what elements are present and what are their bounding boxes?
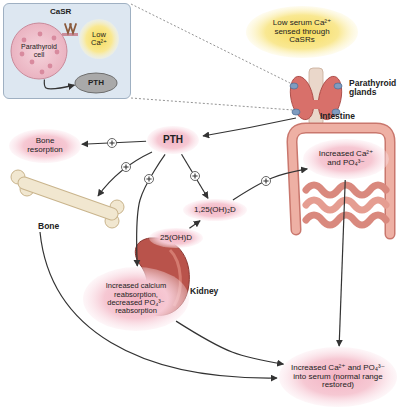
node-ellipse xyxy=(83,267,189,331)
organ-label: Intestine xyxy=(320,112,355,121)
node-text: Increased Ca²⁺ and PO₄³⁻ xyxy=(314,150,378,168)
node-text: Bone resorption xyxy=(18,137,72,155)
node-ellipse xyxy=(149,228,203,248)
colon-outline xyxy=(292,128,390,234)
parathyroid-gland xyxy=(292,109,300,115)
granule-dot xyxy=(38,32,43,37)
stimulation-symbol xyxy=(108,139,117,148)
thyroid-isthmus xyxy=(306,100,326,109)
granule-dot xyxy=(52,36,57,41)
signal-circle: Low Ca²⁺ xyxy=(78,18,120,60)
colon xyxy=(292,128,390,234)
node-text: Parathyroid cell xyxy=(19,43,59,59)
node-ellipse xyxy=(303,139,389,179)
node-text: Low serum Ca²⁺ sensed through CaSRs xyxy=(262,19,342,46)
node-text: Low Ca²⁺ xyxy=(85,31,113,48)
bone-illustration xyxy=(11,170,124,228)
node-text: Increased Ca²⁺ and PO₄³⁻ into serum (nor… xyxy=(288,364,388,391)
bone-knob xyxy=(105,214,119,228)
parathyroid-gland xyxy=(334,83,342,89)
bone-shaft-outline xyxy=(24,183,112,214)
inset-panel: Parathyroid cell Low Ca²⁺ PTH CaSR xyxy=(3,3,131,99)
hormone-oval: PTH xyxy=(74,72,118,94)
outcome-oval: Increased Ca²⁺ and PO₄³⁻ into serum (nor… xyxy=(278,346,398,408)
flow-arrow xyxy=(82,141,146,144)
granule-dot xyxy=(55,50,60,55)
small-intestine xyxy=(306,185,386,195)
node-ellipse xyxy=(75,73,117,93)
casr-receptor xyxy=(62,24,78,36)
hormone-oval: PTH xyxy=(146,125,200,155)
bone-knob xyxy=(110,200,124,214)
zoom-line xyxy=(131,98,293,110)
stimulation-symbol xyxy=(262,177,271,186)
receptor-symbol xyxy=(70,24,76,33)
small-intestine xyxy=(306,215,386,225)
node-text: Increased calcium reabsorption, decrease… xyxy=(99,282,173,316)
flow-arrow xyxy=(182,154,208,198)
thyroid-lobe xyxy=(287,74,318,122)
gland-to-pth-arrow xyxy=(203,118,296,136)
node-ellipse xyxy=(9,129,81,163)
signal-oval: Low serum Ca²⁺ sensed through CaSRs xyxy=(245,5,359,59)
bone-to-serum-arrow xyxy=(40,232,277,378)
stimulation-symbol xyxy=(145,175,154,184)
flow-arrow xyxy=(233,169,307,200)
granule-dot xyxy=(48,64,53,69)
effect-oval: Bone resorption xyxy=(8,128,82,164)
node-ellipse xyxy=(147,126,199,154)
bone-shaft xyxy=(24,183,112,214)
bone-knob xyxy=(20,182,34,196)
node-text: 25(OH)D xyxy=(160,234,192,243)
node-text: CaSR xyxy=(50,8,71,17)
bone-knob xyxy=(11,170,25,184)
node-ellipse xyxy=(79,19,119,59)
cell-membrane xyxy=(62,33,78,36)
organ-label: Kidney xyxy=(190,287,218,296)
small-intestine xyxy=(306,200,386,210)
receptor-symbol xyxy=(65,24,71,33)
effect-oval: Increased Ca²⁺ and PO₄³⁻ xyxy=(302,138,390,180)
intestine-illustration xyxy=(292,128,390,234)
flow-arrow xyxy=(44,79,74,88)
granule-dot xyxy=(20,52,25,57)
cell-circle: Parathyroid cell xyxy=(10,22,68,80)
flow-arrow xyxy=(176,321,283,364)
pth-to-bone-arrow xyxy=(98,152,152,196)
node-ellipse xyxy=(183,199,247,221)
flow-arrow xyxy=(137,154,165,266)
granule-dot xyxy=(30,60,35,65)
node-text: PTH xyxy=(88,79,104,88)
node-ellipse xyxy=(279,347,397,407)
effect-oval: Increased calcium reabsorption, decrease… xyxy=(82,266,190,332)
organ-label: Parathyroid glands xyxy=(349,79,399,98)
granule-dot xyxy=(22,38,27,43)
stimulation-symbol xyxy=(191,172,200,181)
parathyroid-gland xyxy=(290,83,298,89)
flow-arrow xyxy=(339,180,345,346)
flow-arrow xyxy=(189,221,200,229)
node-ellipse xyxy=(246,6,358,58)
granule-dot xyxy=(40,70,45,75)
organ-label: Bone xyxy=(38,222,59,231)
node-text: 1,25(OH)₂D xyxy=(194,206,236,215)
node-ellipse xyxy=(11,23,67,79)
node-text: PTH xyxy=(163,134,183,145)
stimulation-symbol xyxy=(122,163,131,172)
metabolite-oval: 1,25(OH)₂D xyxy=(182,198,248,222)
metabolite-oval: 25(OH)D xyxy=(148,227,204,249)
